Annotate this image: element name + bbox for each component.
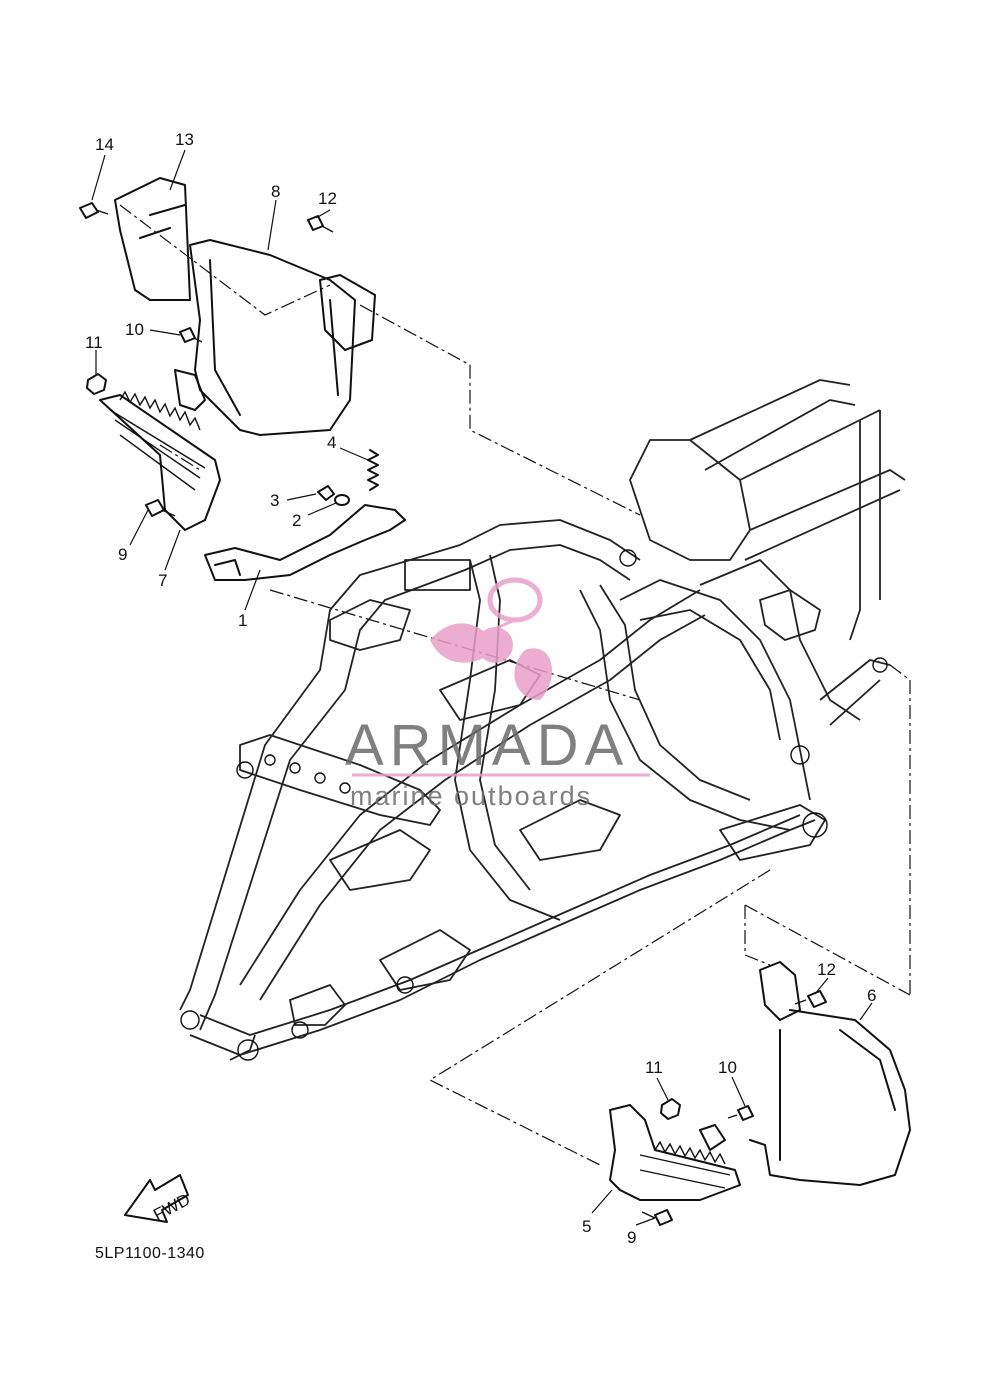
part-10-bolt-lower [727, 1105, 754, 1121]
part-6-guard [749, 1009, 911, 1186]
watermark-logo-icon [430, 577, 552, 700]
callout-1: 1 [238, 611, 247, 630]
watermark-brand: ARMADA [345, 713, 629, 778]
vehicle-frame [179, 379, 906, 1061]
callout-8: 8 [271, 182, 280, 201]
watermark: ARMADA marine outboards [345, 577, 650, 811]
part-6-mount-plate [759, 961, 801, 1021]
diagram-code: 5LP1100-1340 [95, 1245, 205, 1262]
part-9-bolt-right [641, 1209, 673, 1226]
part-8-mount-plate [319, 274, 376, 351]
callout-11-upper: 11 [85, 333, 103, 352]
callout-9-left: 9 [118, 545, 127, 564]
callout-9-right: 9 [627, 1228, 636, 1247]
callout-13: 13 [175, 130, 194, 149]
callout-10-upper: 10 [125, 320, 144, 339]
fwd-arrow-icon: FWD [124, 1174, 193, 1225]
part-10-bolt-upper [179, 327, 203, 343]
callout-12-lower: 12 [817, 960, 836, 979]
callout-6: 6 [867, 986, 876, 1005]
part-3-clip [317, 485, 335, 501]
callout-5: 5 [582, 1217, 591, 1236]
callout-3: 3 [270, 491, 279, 510]
part-5-footrest [609, 1104, 741, 1201]
callout-7: 7 [158, 571, 167, 590]
callout-4: 4 [327, 433, 336, 452]
fwd-label: FWD [150, 1190, 193, 1225]
part-7-footrest [99, 369, 221, 531]
part-4-spring [367, 449, 379, 491]
part-11-nut-upper [86, 373, 107, 395]
callout-10-lower: 10 [718, 1058, 737, 1077]
callout-labels: 14 13 8 12 10 11 4 3 2 9 7 1 12 6 11 10 … [85, 130, 876, 1247]
part-11-nut-lower [660, 1098, 681, 1120]
part-1-brake-pedal [204, 504, 406, 581]
part-14-bolt [79, 202, 109, 219]
callout-11-lower: 11 [645, 1058, 663, 1077]
callout-14: 14 [95, 135, 114, 154]
part-8-guard [189, 239, 356, 436]
part-9-bolt-left [145, 499, 176, 517]
part-2-washer [334, 494, 350, 506]
callout-12-upper: 12 [318, 189, 337, 208]
leader-lines [91, 149, 873, 1226]
watermark-tagline: marine outboards [350, 781, 592, 811]
part-13-bracket [114, 177, 191, 301]
guide-lines [119, 204, 911, 1166]
part-12-bolt-upper [307, 215, 334, 233]
callout-2: 2 [292, 511, 301, 530]
